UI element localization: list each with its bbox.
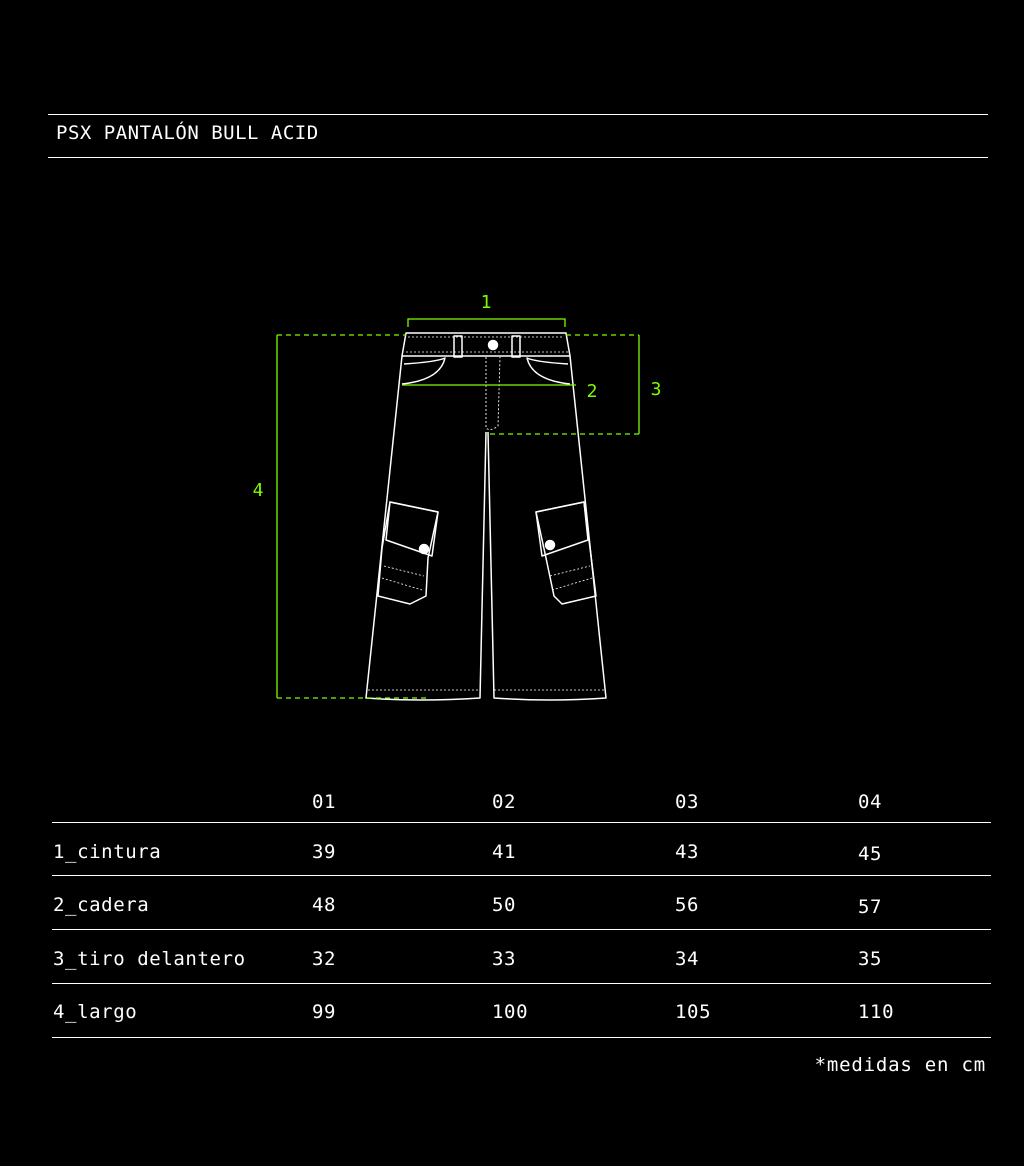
measure-line-1 <box>407 318 566 327</box>
table-cell: 41 <box>492 841 517 863</box>
table-bottom-rule <box>52 1037 991 1038</box>
row-label-cintura: 1_cintura <box>53 841 162 863</box>
measure-label-1: 1 <box>481 292 492 313</box>
product-title: PSX PANTALÓN BULL ACID <box>56 122 319 144</box>
measurement-guides <box>276 318 640 699</box>
table-row-rule <box>52 875 991 876</box>
table-cell: 35 <box>858 948 883 970</box>
table-header-rule <box>52 822 991 823</box>
header-bottom-rule <box>48 157 988 158</box>
cargo-pocket-right-stitch <box>549 565 593 591</box>
pants-outline <box>365 332 607 701</box>
right-leg <box>487 355 607 701</box>
table-cell: 100 <box>492 1001 529 1023</box>
size-header-04: 04 <box>858 791 883 813</box>
cargo-flap-left <box>385 501 439 557</box>
table-cell: 48 <box>312 894 337 916</box>
row-label-tiro-delantero: 3_tiro delantero <box>53 948 246 970</box>
waistband <box>401 332 571 357</box>
measure-label-2: 2 <box>587 381 598 402</box>
cargo-button-right <box>544 539 556 551</box>
table-cell: 105 <box>675 1001 712 1023</box>
fly <box>485 356 501 431</box>
size-header-01: 01 <box>312 791 337 813</box>
row-label-cadera: 2_cadera <box>53 894 150 916</box>
header-top-rule <box>48 114 988 115</box>
waistband-stitch <box>406 336 568 353</box>
belt-loop-left <box>453 335 463 358</box>
table-cell: 110 <box>858 1001 895 1023</box>
cargo-button-left <box>418 543 430 555</box>
measure-label-4: 4 <box>253 480 264 501</box>
front-pocket-right <box>526 357 571 385</box>
table-row-rule <box>52 929 991 930</box>
measure-label-3: 3 <box>651 379 662 400</box>
table-cell: 99 <box>312 1001 337 1023</box>
table-cell: 45 <box>858 843 883 865</box>
cargo-pocket-left-stitch <box>381 565 425 591</box>
table-cell: 43 <box>675 841 700 863</box>
table-cell: 50 <box>492 894 517 916</box>
row-label-largo: 4_largo <box>53 1001 138 1023</box>
table-cell: 34 <box>675 948 700 970</box>
units-footnote: *medidas en cm <box>814 1054 986 1076</box>
table-row-rule <box>52 983 991 984</box>
table-cell: 32 <box>312 948 337 970</box>
left-leg <box>365 355 487 701</box>
size-header-03: 03 <box>675 791 700 813</box>
belt-loop-right <box>511 335 521 358</box>
waist-button <box>487 339 499 351</box>
cargo-flap-right <box>535 501 589 557</box>
cargo-pocket-left <box>377 501 439 605</box>
table-cell: 56 <box>675 894 700 916</box>
size-header-02: 02 <box>492 791 517 813</box>
table-cell: 57 <box>858 896 883 918</box>
measurement-labels: 1 2 3 4 <box>253 292 662 501</box>
pants-measurement-diagram: 1 2 3 4 <box>253 292 662 701</box>
table-cell: 33 <box>492 948 517 970</box>
table-cell: 39 <box>312 841 337 863</box>
front-pocket-left <box>401 357 446 385</box>
